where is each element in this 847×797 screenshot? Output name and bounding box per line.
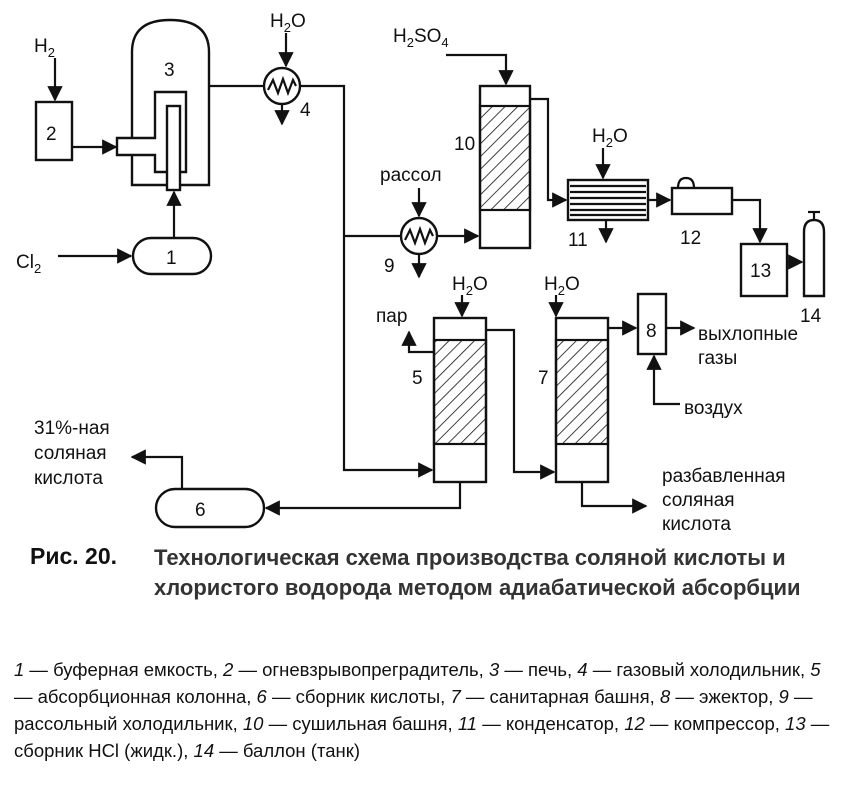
num-8: 8	[646, 321, 657, 342]
legend-text: — газовый холодильник,	[587, 659, 811, 680]
legend-text: — рассольный холодильник,	[14, 686, 813, 734]
pipe-12-to-13	[732, 198, 768, 244]
legend-number: 5	[810, 659, 821, 680]
pipe-5-to-6	[264, 482, 462, 516]
pipe-10-to-11	[530, 97, 568, 208]
pipe-cooler-to-distribution	[300, 84, 434, 478]
exhaust-line1: выхлопные	[698, 324, 798, 345]
absorption-column-5	[432, 316, 488, 484]
num-2: 2	[46, 124, 57, 145]
legend-number: 14	[193, 740, 215, 761]
legend-number: 13	[785, 713, 806, 734]
h2so4-label: H2SO4	[393, 26, 449, 50]
legend-text: — эжектор,	[670, 686, 779, 707]
legend-number: 3	[488, 659, 500, 680]
legend-number: 2	[223, 659, 234, 680]
legend-number: 7	[450, 686, 461, 707]
h2so4-in	[446, 53, 514, 86]
acid-collector-6	[154, 487, 266, 529]
process-flow-diagram: H2 2 3 Cl2 1 H2O 4 рассол 9 H2SO4	[16, 11, 826, 535]
num-7: 7	[538, 368, 549, 389]
column-5-water-label: H2O	[452, 274, 488, 298]
num-13: 13	[750, 261, 771, 282]
num-11: 11	[568, 230, 588, 251]
legend-text: — баллон (танк)	[214, 740, 360, 761]
caption-text: Технологическая схема производства солян…	[154, 545, 801, 600]
legend-text: — сушильная башня,	[263, 713, 458, 734]
num-3: 3	[164, 60, 175, 81]
air-in	[646, 354, 680, 406]
air-label: воздух	[684, 398, 743, 419]
flame-arrester-2	[34, 100, 74, 162]
num-5: 5	[412, 368, 423, 389]
legend-text: — конденсатор,	[477, 713, 625, 734]
legend-text: — сборник HCl (жидк.),	[14, 713, 830, 761]
cooler-4-water-label: H2O	[270, 11, 306, 35]
dilute-line1: разбавленная	[662, 466, 786, 487]
drying-tower-10	[478, 84, 532, 250]
legend-text: — печь,	[499, 659, 578, 680]
ejector-8	[636, 292, 668, 356]
sanitary-tower-7	[554, 316, 610, 484]
legend-text: — огневзрывопреградитель,	[233, 659, 489, 680]
legend-text: — сборник кислоты,	[266, 686, 451, 707]
hcl-collector-13	[739, 242, 789, 298]
buffer-vessel-1	[131, 236, 213, 276]
tower-7-water-label: H2O	[544, 274, 580, 298]
condenser-11	[566, 178, 650, 222]
legend-number: 4	[577, 659, 588, 680]
legend-number: 6	[256, 686, 267, 707]
legend-number: 11	[457, 713, 478, 734]
condenser-11-water-label: H2O	[592, 126, 628, 150]
acid31-line2: соляная	[34, 443, 107, 464]
legend-number: 9	[778, 686, 789, 707]
acid31-line3: кислота	[34, 468, 103, 489]
compressor-12	[670, 176, 734, 216]
svg-text:Cl2: Cl2	[16, 252, 41, 276]
furnace-3	[115, 18, 211, 192]
legend-text: — абсорбционная колонна,	[14, 686, 257, 707]
dilute-line2: соляная	[662, 490, 735, 511]
cylinder-14	[802, 210, 826, 298]
steam-label: пар	[376, 306, 407, 327]
svg-text:H2: H2	[34, 36, 55, 60]
h2-input: H2	[34, 36, 63, 102]
legend-text: — буферная емкость,	[24, 659, 224, 680]
gas-cooler-4	[262, 66, 302, 106]
steam-out	[401, 330, 434, 354]
legend-number: 12	[624, 713, 645, 734]
brine-cooler-9	[399, 216, 439, 256]
pipe-7-dilute-out	[580, 482, 648, 514]
num-10: 10	[454, 134, 475, 155]
legend-number: 1	[14, 659, 25, 680]
num-6: 6	[195, 500, 206, 521]
num-14: 14	[800, 306, 822, 327]
brine-label: рассол	[380, 165, 442, 186]
pipe-6-to-product	[130, 449, 184, 489]
dilute-line3: кислота	[662, 514, 731, 535]
num-9: 9	[384, 256, 395, 277]
num-1: 1	[166, 248, 177, 269]
legend-text: — компрессор,	[644, 713, 786, 734]
num-12: 12	[680, 228, 701, 249]
pipe-5-to-7	[486, 328, 556, 480]
legend-paragraph: 1 — буферная емкость, 2 — огневзрывопрег…	[14, 656, 834, 764]
cl2-input: Cl2	[16, 248, 133, 276]
acid31-line1: 31%-ная	[34, 418, 110, 439]
figure-legend: 1 — буферная емкость, 2 — огневзрывопрег…	[14, 656, 834, 764]
legend-number: 10	[242, 713, 264, 734]
exhaust-line2: газы	[698, 348, 737, 369]
legend-text: — санитарная башня,	[460, 686, 660, 707]
num-4: 4	[300, 100, 311, 121]
legend-number: 8	[659, 686, 671, 707]
caption-label: Рис. 20.	[30, 543, 118, 569]
